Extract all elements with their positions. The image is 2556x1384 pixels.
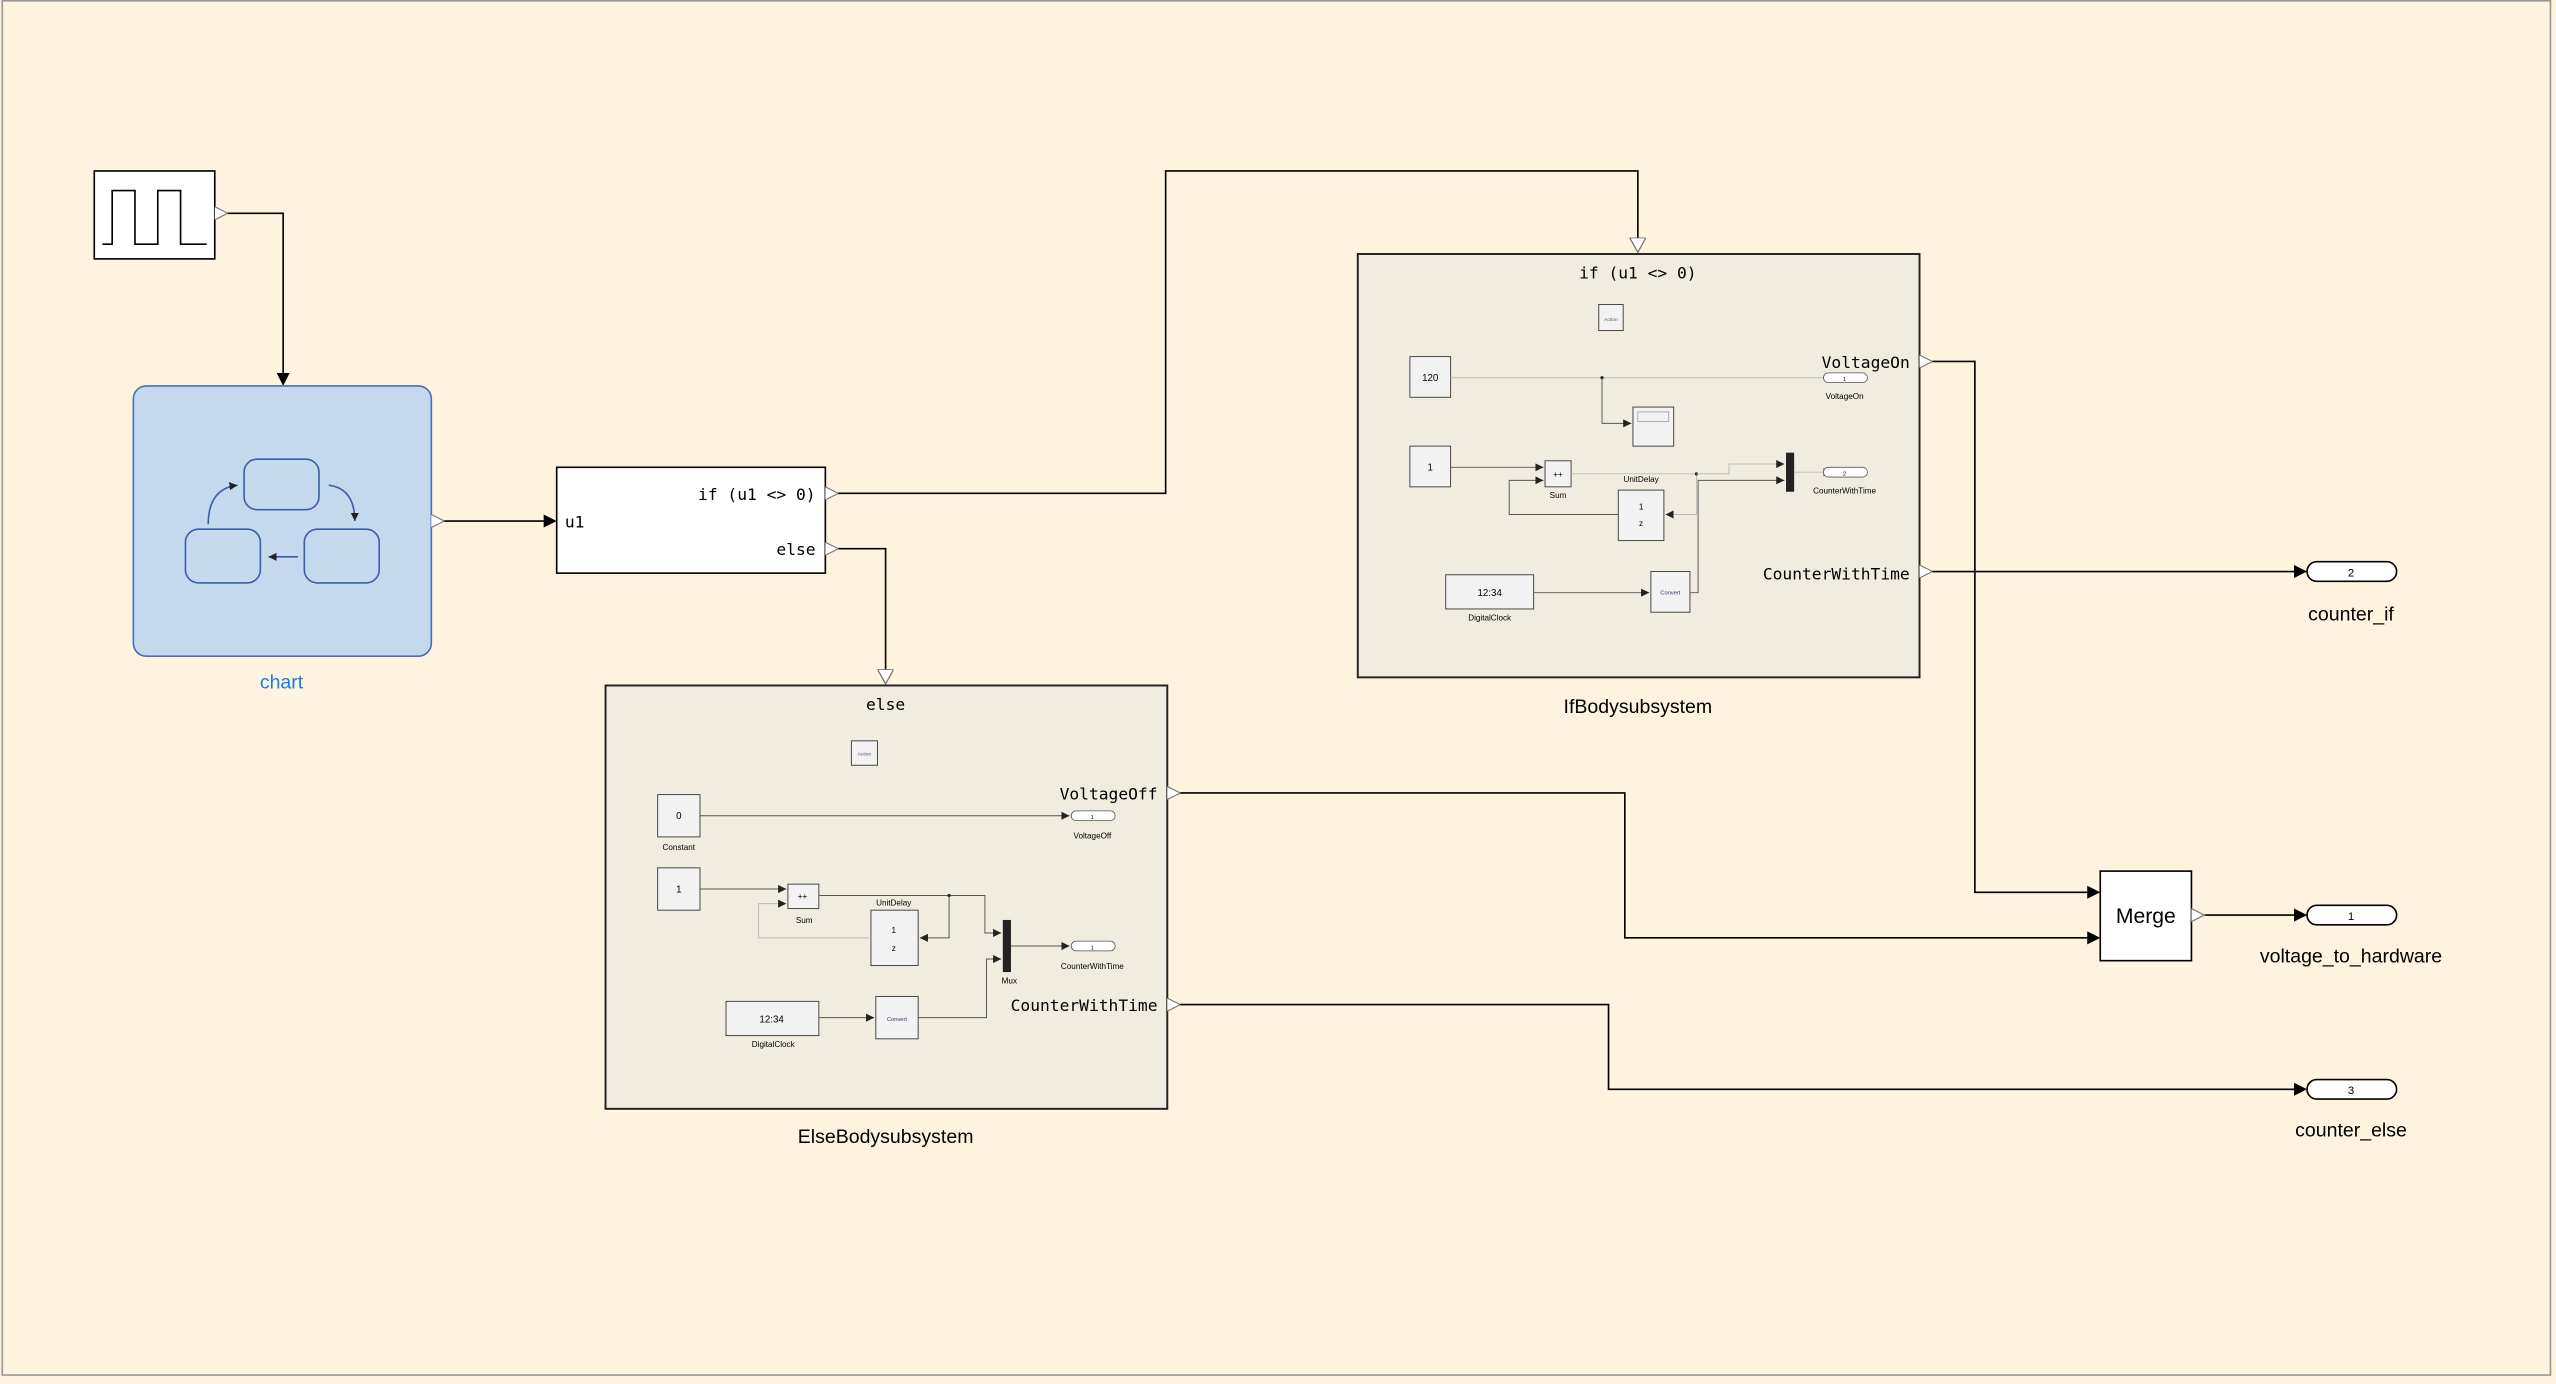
constant-block bbox=[1409, 356, 1452, 398]
clock-value: 12:34 bbox=[759, 1015, 784, 1026]
delay-denominator: z bbox=[1639, 519, 1643, 528]
if-subsystem-name: IfBodysubsystem bbox=[1564, 696, 1713, 718]
outport-name: counter_if bbox=[2308, 603, 2394, 625]
port-label-voltageon: VoltageOn bbox=[1822, 353, 1910, 372]
outport-number: 2 bbox=[1843, 471, 1846, 477]
outport-counter-if[interactable]: 2 bbox=[2306, 560, 2398, 583]
merge-block[interactable]: Merge bbox=[2099, 870, 2206, 962]
outport-number: 1 bbox=[1091, 945, 1094, 951]
clock-label: DigitalClock bbox=[1468, 613, 1512, 622]
constant-block bbox=[657, 867, 701, 911]
outport-name: voltage_to_hardware bbox=[2260, 945, 2442, 967]
outport-name: counter_else bbox=[2295, 1120, 2407, 1142]
clock-label: DigitalClock bbox=[752, 1040, 796, 1049]
mux-block bbox=[1786, 452, 1795, 492]
delay-numerator: 1 bbox=[891, 926, 896, 935]
chart-label: chart bbox=[260, 672, 304, 694]
outport-number: 1 bbox=[1091, 815, 1094, 821]
unitdelay-block bbox=[1617, 489, 1665, 542]
unitdelay-label: UnitDelay bbox=[876, 898, 912, 907]
action-port-label: Action bbox=[1604, 317, 1618, 323]
action-signal-if[interactable] bbox=[838, 170, 1637, 495]
port-label-voltageoff: VoltageOff bbox=[1060, 784, 1158, 803]
mux-label: Mux bbox=[1002, 976, 1017, 985]
action-port-block bbox=[1598, 303, 1624, 332]
else-body-subsystem[interactable]: else VoltageOff CounterWithTime Action 0… bbox=[604, 684, 1182, 1110]
pulse-generator-block[interactable] bbox=[93, 170, 230, 260]
delay-numerator: 1 bbox=[1639, 503, 1644, 512]
merge-label: Merge bbox=[2116, 905, 2176, 928]
stateflow-chart-block[interactable] bbox=[132, 385, 446, 657]
outport-number: 3 bbox=[2348, 1085, 2354, 1097]
constant-block bbox=[657, 794, 701, 838]
outport-voltageon bbox=[1823, 372, 1868, 384]
constant-value: 0 bbox=[676, 811, 682, 822]
digitalclock-block bbox=[1445, 574, 1535, 610]
outport-number: 1 bbox=[2348, 911, 2354, 923]
action-signal-else[interactable] bbox=[838, 547, 885, 684]
signal-line[interactable] bbox=[227, 212, 290, 386]
state-diagram-icon bbox=[184, 458, 381, 584]
outport-label: CounterWithTime bbox=[1813, 486, 1876, 495]
convert-label: Convert bbox=[887, 1017, 907, 1023]
mux-block bbox=[1002, 919, 1011, 973]
action-port-block bbox=[850, 740, 878, 766]
outport-voltageoff bbox=[1070, 810, 1116, 822]
signal-voltageoff[interactable] bbox=[1180, 792, 2101, 945]
outport-counterwithtime bbox=[1823, 466, 1868, 478]
outport-number: 2 bbox=[2348, 567, 2354, 579]
unitdelay-block bbox=[870, 909, 919, 967]
constant-value: 1 bbox=[676, 884, 681, 895]
outport-counter-else[interactable]: 3 bbox=[2306, 1078, 2398, 1100]
else-subsystem-name: ElseBodysubsystem bbox=[798, 1126, 974, 1148]
display-block bbox=[1632, 406, 1675, 447]
subsystem-title: if (u1 <> 0) bbox=[1579, 263, 1697, 282]
constant-value: 1 bbox=[1428, 463, 1433, 474]
if-input-label: u1 bbox=[565, 513, 585, 532]
sum-signs: ++ bbox=[1553, 470, 1563, 479]
sum-block bbox=[787, 883, 820, 910]
signal-counter-else[interactable] bbox=[1180, 1003, 2308, 1096]
sum-label: Sum bbox=[1550, 491, 1567, 500]
delay-denominator: z bbox=[892, 944, 896, 953]
outport-label: VoltageOff bbox=[1073, 832, 1112, 841]
signal-voltageon[interactable] bbox=[1932, 360, 2101, 899]
if-block[interactable]: u1 if (u1 <> 0) else bbox=[555, 466, 840, 574]
convert-block bbox=[875, 995, 919, 1040]
clock-value: 12:34 bbox=[1477, 588, 1502, 599]
constant-label: Constant bbox=[663, 843, 696, 852]
outport-voltage-to-hardware[interactable]: 1 bbox=[2306, 904, 2398, 926]
digitalclock-block bbox=[725, 1000, 820, 1037]
outport-number: 1 bbox=[1843, 377, 1846, 383]
unitdelay-label: UnitDelay bbox=[1623, 475, 1659, 484]
sum-label: Sum bbox=[796, 916, 813, 925]
convert-block bbox=[1650, 571, 1691, 613]
outport-label: VoltageOn bbox=[1826, 392, 1864, 401]
if-output-label: if (u1 <> 0) bbox=[698, 485, 816, 504]
action-port-label: Action bbox=[858, 752, 872, 758]
outport-counterwithtime bbox=[1070, 940, 1116, 952]
else-output-label: else bbox=[776, 540, 815, 559]
port-label-counterwithtime: CounterWithTime bbox=[1763, 565, 1910, 584]
port-label-counterwithtime: CounterWithTime bbox=[1011, 996, 1158, 1015]
constant-block bbox=[1409, 445, 1452, 488]
sum-signs: ++ bbox=[798, 892, 808, 901]
constant-value: 120 bbox=[1422, 373, 1439, 384]
subsystem-title: else bbox=[866, 695, 905, 714]
outport-label: CounterWithTime bbox=[1061, 962, 1124, 971]
if-body-subsystem[interactable]: if (u1 <> 0) VoltageOn CounterWithTime A… bbox=[1356, 253, 1934, 679]
convert-label: Convert bbox=[1660, 590, 1680, 596]
pulse-icon bbox=[102, 189, 207, 246]
